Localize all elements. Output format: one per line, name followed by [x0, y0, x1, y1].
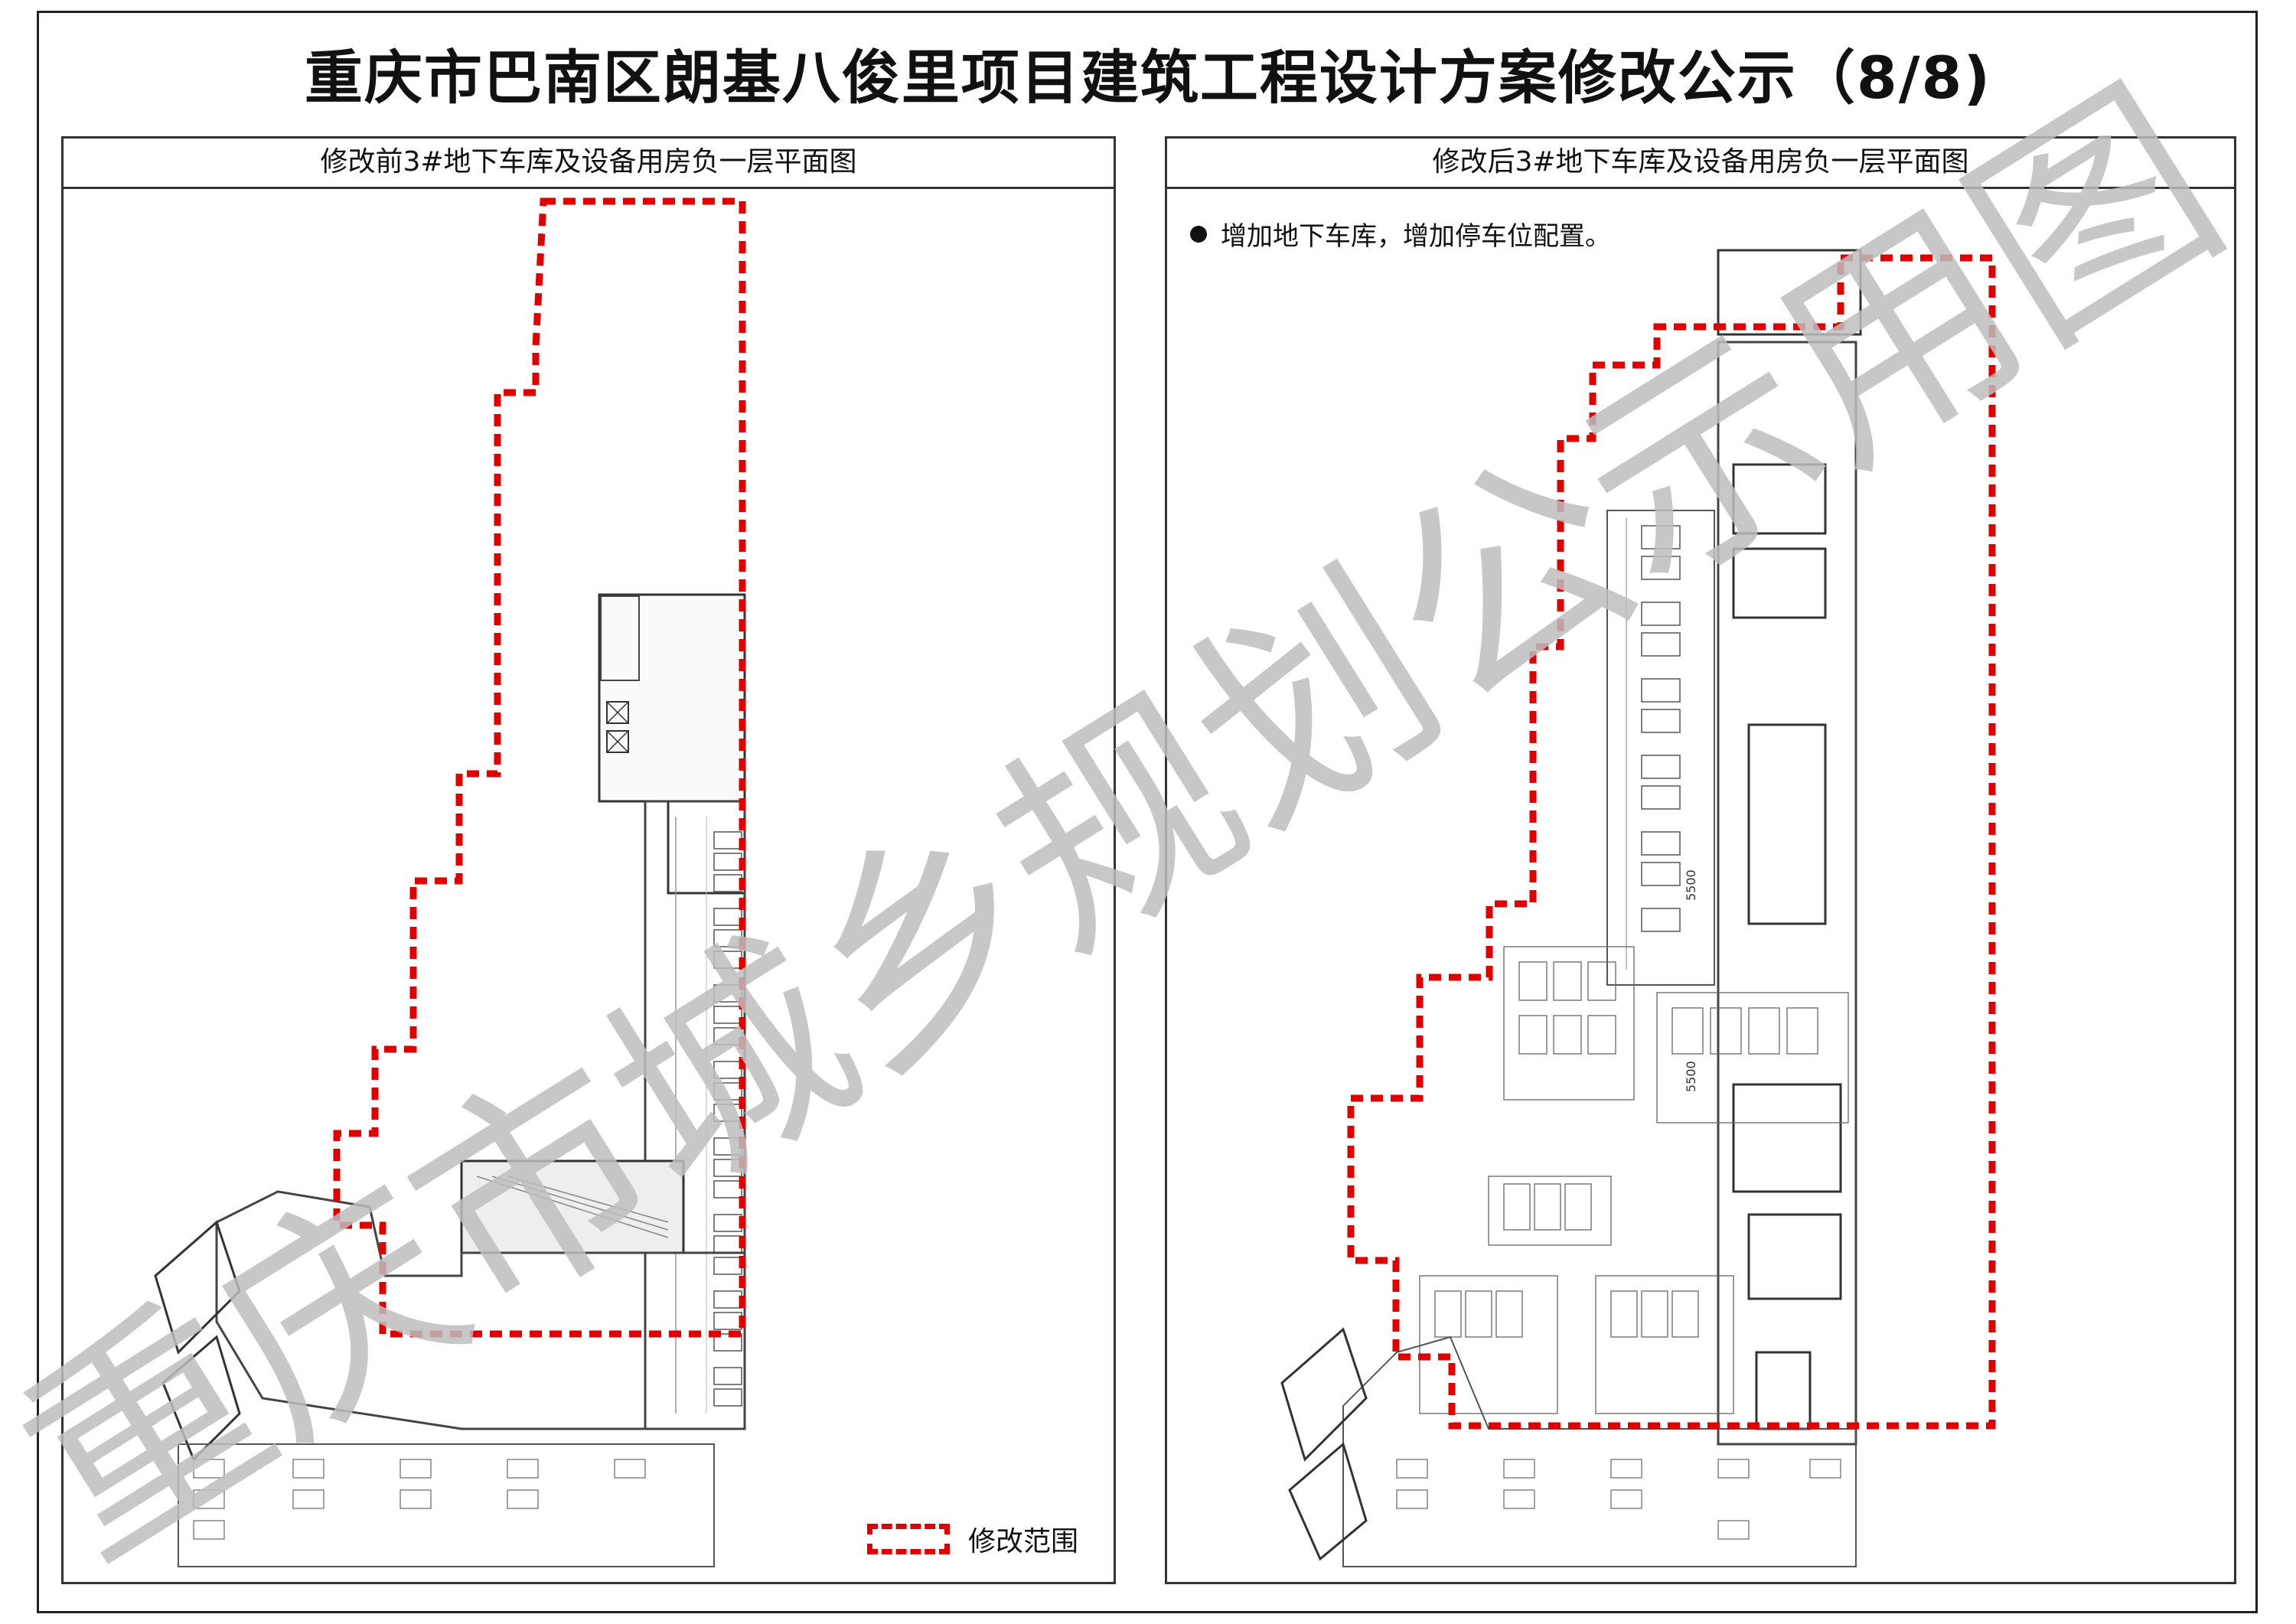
panel-after: 修改后3#地下车库及设备用房负一层平面图 增加地下车库，增加停车位配置。 [1165, 136, 2236, 1584]
page-title: 重庆市巴南区朗基八俊里项目建筑工程设计方案修改公示（8/8) [304, 44, 1992, 112]
panel-after-heading: 修改后3#地下车库及设备用房负一层平面图 [1167, 139, 2234, 189]
panel-before-heading: 修改前3#地下车库及设备用房负一层平面图 [64, 139, 1114, 189]
floor-plan-before [154, 197, 746, 1567]
bullet-icon [1190, 225, 1207, 243]
panel-before: 修改前3#地下车库及设备用房负一层平面图 [61, 136, 1116, 1584]
dimension-label: 5500 [1684, 1061, 1698, 1092]
change-note-text: 增加地下车库，增加停车位配置。 [1221, 221, 1611, 252]
modification-outline-before [333, 197, 746, 1338]
legend-label: 修改范围 [967, 1526, 1078, 1557]
page-frame [37, 11, 2258, 1613]
dashed-red-outline-icon [866, 1524, 950, 1554]
dimension-label: 5500 [1684, 869, 1698, 901]
modification-outline-after [1347, 254, 1996, 1430]
change-note: 增加地下车库，增加停车位配置。 [1190, 215, 1611, 253]
legend: 修改范围 [866, 1519, 1078, 1559]
floor-plan-after: 5500 5500 [1280, 249, 1996, 1567]
